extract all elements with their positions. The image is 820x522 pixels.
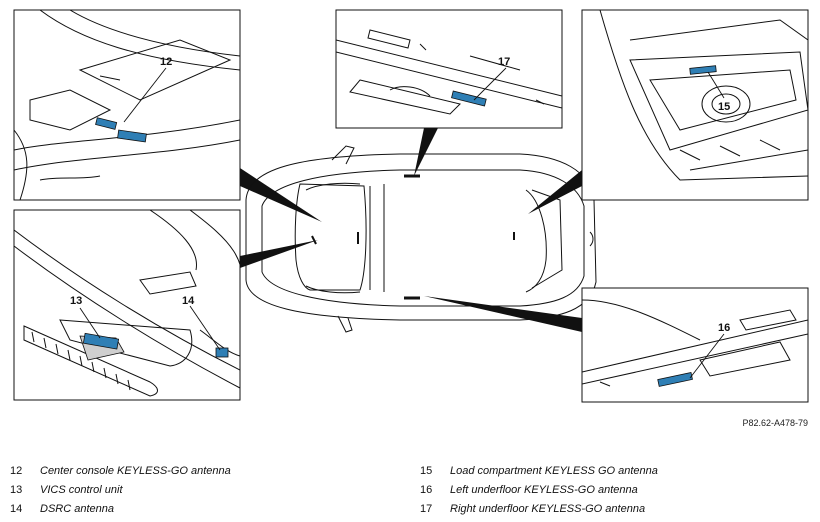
- panel-center-console: 12: [13, 9, 241, 201]
- legend-number: 17: [420, 503, 433, 515]
- legend-item: 17 Right underfloor KEYLESS-GO antenna: [420, 500, 658, 519]
- legend-text: VICS control unit: [40, 484, 123, 496]
- legend-item: 16 Left underfloor KEYLESS-GO antenna: [420, 481, 658, 500]
- legend-number: 16: [420, 484, 433, 496]
- legend-number: 15: [420, 465, 433, 477]
- panel-right-underfloor: 17: [335, 9, 563, 129]
- callout-16: 16: [718, 322, 730, 334]
- legend-text: Center console KEYLESS-GO antenna: [40, 465, 231, 477]
- callout-12: 12: [160, 56, 172, 68]
- panel-dashboard: 13 14: [13, 209, 241, 401]
- legend-item: 12 Center console KEYLESS-GO antenna: [10, 462, 231, 481]
- legend-text: Left underfloor KEYLESS-GO antenna: [450, 484, 638, 496]
- legend-number: 12: [10, 465, 23, 477]
- leader-wedges: [240, 128, 582, 332]
- legend-text: DSRC antenna: [40, 503, 114, 515]
- panel-left-underfloor: 16: [581, 287, 809, 403]
- callout-15: 15: [718, 101, 730, 113]
- legend-number: 13: [10, 484, 23, 496]
- legend-text: Load compartment KEYLESS GO antenna: [450, 465, 658, 477]
- legend-number: 14: [10, 503, 23, 515]
- legend-text: Right underfloor KEYLESS-GO antenna: [450, 503, 646, 515]
- figure-reference: P82.62-A478-79: [742, 418, 808, 428]
- legend-item: 15 Load compartment KEYLESS GO antenna: [420, 462, 658, 481]
- car-top-view: [245, 145, 597, 333]
- legend-item: 13 VICS control unit: [10, 481, 231, 500]
- legend-item: 14 DSRC antenna: [10, 500, 231, 519]
- callout-14: 14: [182, 295, 195, 307]
- panel-load-compartment: 15: [581, 9, 809, 201]
- legend-left: 12 Center console KEYLESS-GO antenna 13 …: [10, 462, 231, 519]
- callout-17: 17: [498, 56, 510, 68]
- legend-right: 15 Load compartment KEYLESS GO antenna 1…: [420, 462, 658, 519]
- callout-13: 13: [70, 295, 82, 307]
